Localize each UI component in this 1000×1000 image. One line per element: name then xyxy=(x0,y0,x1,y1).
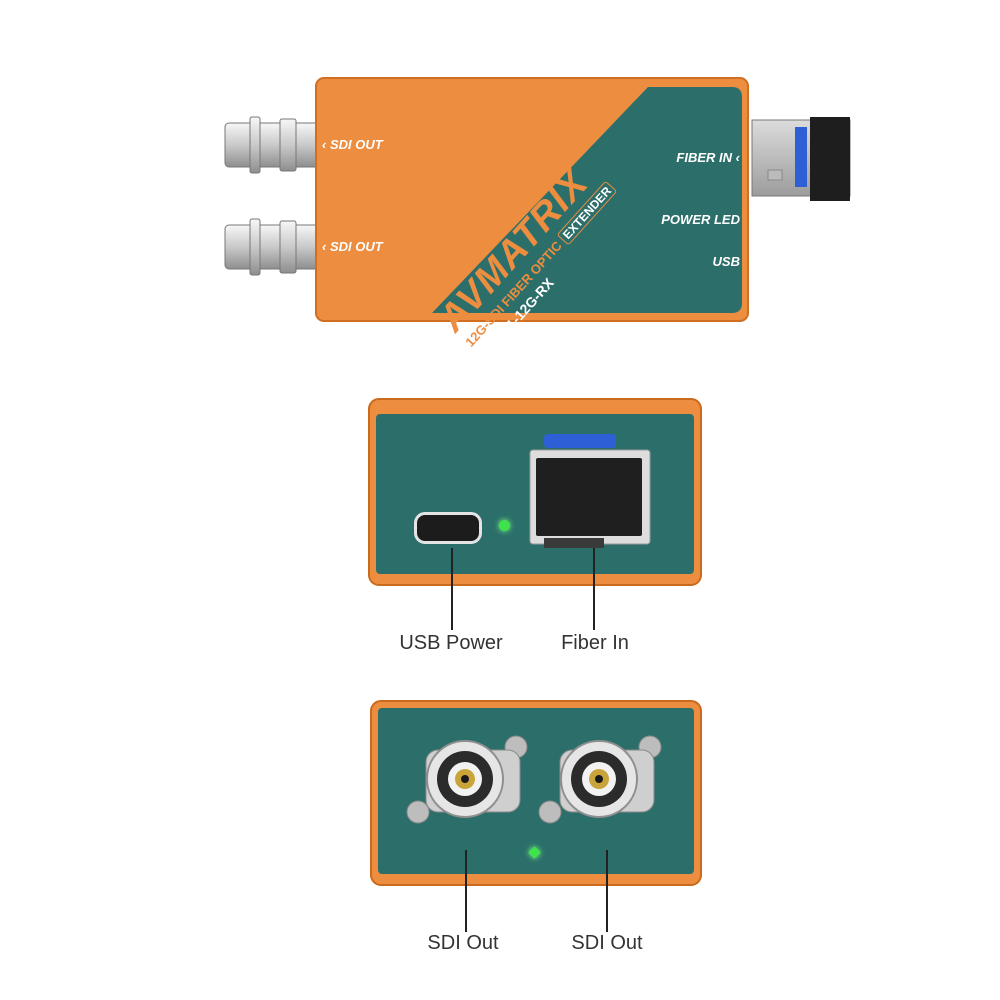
sdi-out-label-2: ‹ SDI OUT xyxy=(322,239,383,254)
rear-panel xyxy=(370,700,702,888)
chevron-left-icon: ‹ xyxy=(322,239,327,254)
chevron-left-icon: ‹ xyxy=(735,150,740,165)
usb-label: USB xyxy=(712,254,740,269)
fiber-in-label: FIBER IN ‹ xyxy=(676,150,740,165)
sdi-out-port-1 xyxy=(425,740,521,818)
usb-power-leader xyxy=(451,548,453,630)
bnc-connector-top-2 xyxy=(224,218,322,276)
teal-label-panel xyxy=(432,87,742,313)
bnc-connector-top-1 xyxy=(224,116,322,174)
sdi-out-label-1: ‹ SDI OUT xyxy=(322,137,383,152)
sfp-module-top xyxy=(751,117,851,201)
top-view: AVMATRIX 12G-SDI FIBER OPTIC EXTENDER FE… xyxy=(220,75,860,362)
sdi-out-leader-1 xyxy=(465,850,467,932)
sdi-out-callout-2: SDI Out xyxy=(571,932,643,954)
power-led xyxy=(499,520,510,531)
chevron-left-icon: ‹ xyxy=(322,137,327,152)
usb-power-callout: USB Power xyxy=(399,632,503,654)
front-panel xyxy=(368,398,702,588)
rear-panel-drawing xyxy=(370,700,702,886)
power-led-label: POWER LED xyxy=(661,212,740,227)
sdi-out-leader-2 xyxy=(606,850,608,932)
front-panel-drawing xyxy=(368,398,702,586)
top-view-device-drawing xyxy=(224,77,851,322)
sdi-out-callout-1: SDI Out xyxy=(427,932,499,954)
sdi-out-port-2 xyxy=(559,740,655,818)
fiber-in-callout: Fiber In xyxy=(561,632,629,654)
fiber-in-leader xyxy=(593,548,595,630)
usb-power-port xyxy=(414,512,482,544)
